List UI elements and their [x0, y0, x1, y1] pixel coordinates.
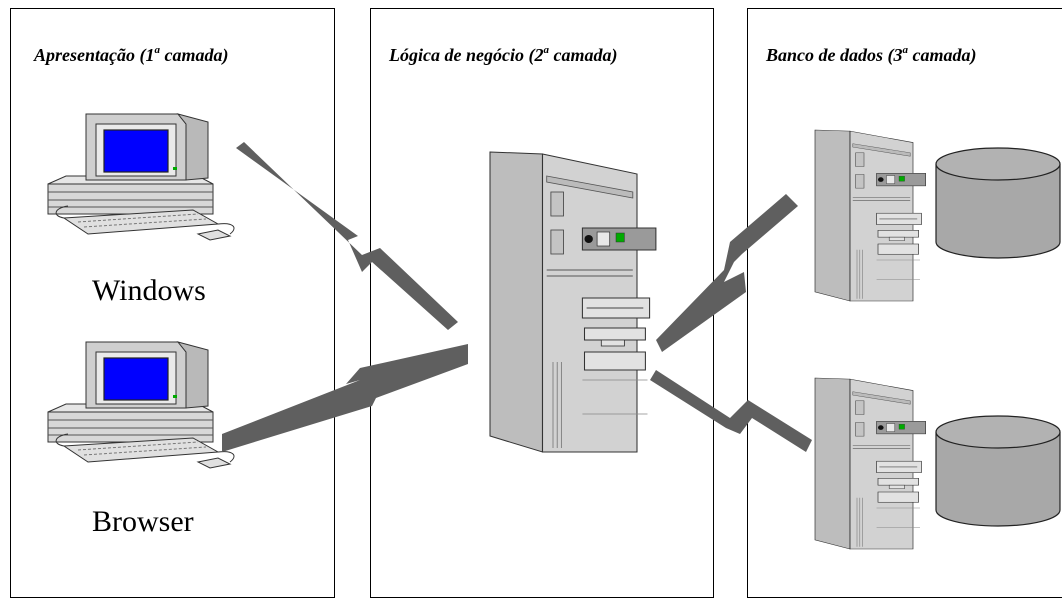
- windows-client-label: Windows: [92, 274, 206, 307]
- database-server-bottom-icon: [814, 377, 926, 550]
- connector-browser-to-server: [222, 344, 468, 452]
- database-bottom-icon: [935, 415, 1061, 527]
- browser-client-computer-icon: [47, 341, 235, 469]
- browser-client-label: Browser: [92, 505, 194, 538]
- connector-server-to-db-bottom: [650, 370, 812, 452]
- application-server-icon: [489, 151, 657, 453]
- connector-windows-to-server: [236, 142, 458, 330]
- database-layer-title: Banco de dados (3a camada): [766, 44, 977, 65]
- database-server-top-icon: [814, 129, 926, 302]
- presentation-layer-panel: [10, 8, 335, 598]
- windows-client-computer-icon: [47, 113, 235, 241]
- presentation-layer-title: Apresentação (1a camada): [34, 44, 229, 65]
- connector-server-to-db-top: [656, 194, 798, 352]
- business-logic-layer-title: Lógica de negócio (2a camada): [389, 44, 618, 65]
- database-top-icon: [935, 147, 1061, 259]
- architecture-diagram: [47, 113, 1061, 550]
